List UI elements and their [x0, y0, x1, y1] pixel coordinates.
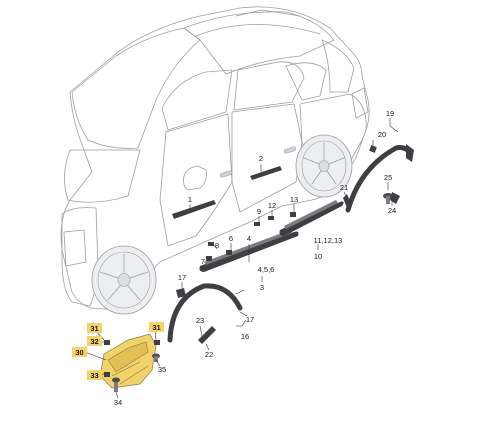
callout-31-right: 31 [152, 323, 160, 332]
bolt-34 [112, 377, 120, 392]
callout-1: 1 [188, 195, 192, 204]
callout-30: 30 [75, 348, 83, 357]
front-door [159, 113, 233, 247]
highlight-label-boxes [72, 322, 164, 380]
callout-4: 4 [247, 234, 251, 243]
front-side-window [161, 69, 233, 131]
hood [64, 149, 141, 203]
bolt-25 [383, 193, 393, 204]
callout-17-arch: 17 [246, 315, 254, 324]
callout-19: 19 [386, 109, 394, 118]
arch-clip [343, 194, 351, 208]
fastener [290, 212, 296, 217]
car-illustration [60, 6, 370, 315]
fastener [206, 256, 212, 261]
grille [63, 229, 87, 267]
clip-20 [369, 145, 377, 153]
callout-13: 13 [290, 195, 298, 204]
callout-2: 2 [259, 154, 263, 163]
clip-32 [104, 340, 110, 345]
callout-10: 10 [314, 252, 322, 261]
clip-17 [176, 288, 186, 298]
front-door-trim-strip [172, 200, 216, 219]
callout-labels: 1 2 3 4 4,5,6 6 7 8 9 10 11,12,13 12 13 … [75, 109, 396, 407]
parts [99, 144, 414, 392]
bolt-35 [152, 353, 160, 362]
rear-side-skirt-edge [284, 200, 338, 229]
callout-25: 25 [384, 173, 392, 182]
callout-7: 7 [201, 257, 205, 266]
callout-33: 33 [90, 371, 98, 380]
rear-wheel [295, 134, 353, 198]
fastener [226, 250, 232, 255]
rear-window [321, 39, 355, 93]
side-mirror [183, 165, 207, 191]
callout-24: 24 [388, 206, 396, 215]
door-handle [219, 170, 233, 178]
rear-side-window [233, 61, 305, 111]
windshield [71, 27, 201, 149]
quarter-window [285, 62, 327, 101]
splash-guard-highlighted [99, 333, 157, 389]
fastener [268, 216, 274, 220]
callout-9: 9 [257, 207, 261, 216]
door-handle [283, 146, 297, 154]
fastener [254, 222, 260, 226]
rear-wheel-arch-trim [345, 145, 413, 213]
callout-12: 12 [268, 201, 276, 210]
clip-24 [390, 192, 400, 204]
rear-door [231, 103, 303, 213]
callout-8: 8 [215, 241, 219, 250]
rear-door-trim-strip [250, 166, 282, 180]
front-wheel [91, 245, 157, 315]
callout-16: 16 [241, 332, 249, 341]
tail-light [351, 87, 369, 119]
callout-20: 20 [378, 130, 386, 139]
callout-23: 23 [196, 316, 204, 325]
clip-33 [104, 372, 110, 377]
callout-17-front: 17 [178, 273, 186, 282]
callout-22: 22 [205, 350, 213, 359]
callout-3: 3 [260, 283, 264, 292]
roof-rail [235, 9, 301, 17]
bracket [198, 326, 216, 344]
callout-34: 34 [114, 398, 122, 407]
callout-4-5-6: 4,5,6 [258, 265, 275, 274]
callout-11-12-13: 11,12,13 [314, 236, 343, 245]
callout-21: 21 [340, 183, 348, 192]
rear-wheel-arch-trim-end [406, 144, 414, 162]
fastener [208, 242, 214, 246]
sill-trim-upper [204, 230, 292, 265]
roof [183, 11, 335, 75]
rear-side-skirt [279, 201, 344, 236]
callout-6: 6 [229, 234, 233, 243]
callout-35: 35 [158, 365, 166, 374]
front-bumper [61, 207, 99, 307]
callout-31-left: 31 [90, 324, 98, 333]
callout-32: 32 [90, 337, 98, 346]
front-wheel-arch-trim [167, 283, 243, 343]
roof-rail [195, 24, 321, 37]
clip-31 [154, 340, 160, 345]
